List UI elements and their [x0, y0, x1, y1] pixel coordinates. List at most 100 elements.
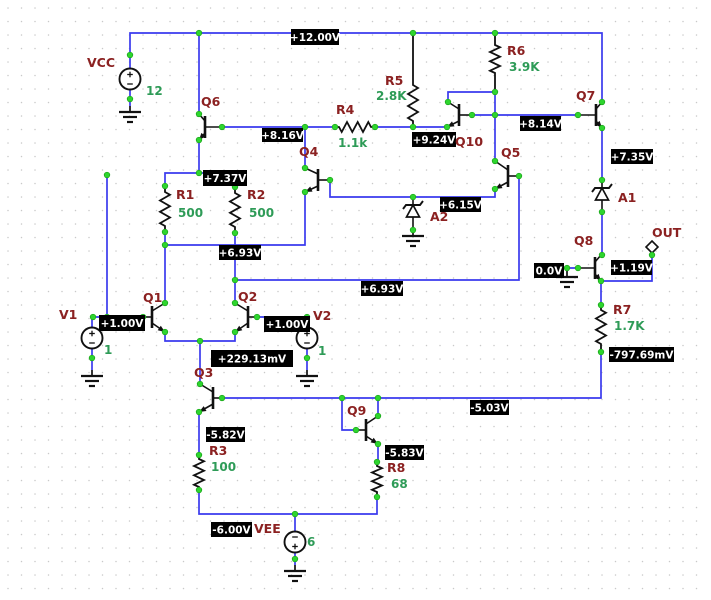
voltage-label-box[interactable]	[470, 400, 509, 415]
voltage-label[interactable]: +7.35V	[611, 149, 655, 164]
ground-icon[interactable]	[81, 370, 103, 388]
component-name-label[interactable]: R7	[613, 302, 631, 317]
resistor-R1[interactable]	[158, 186, 172, 232]
component-name-label[interactable]: Q1	[143, 290, 162, 305]
wire[interactable]	[165, 192, 306, 246]
voltage-label-box[interactable]	[211, 522, 252, 537]
component-name-label[interactable]: V1	[59, 307, 77, 322]
wire[interactable]	[341, 398, 356, 431]
resistor-R4[interactable]	[335, 120, 375, 134]
voltage-source-VCC[interactable]	[118, 67, 142, 91]
ground-icon[interactable]	[119, 106, 141, 124]
component-name-label[interactable]: Q5	[501, 145, 520, 160]
voltage-label[interactable]: +9.24V	[412, 132, 456, 147]
wire[interactable]	[129, 32, 603, 102]
voltage-label[interactable]: +8.14V	[519, 116, 563, 131]
voltage-label-box[interactable]	[99, 315, 145, 331]
component-name-label[interactable]: A1	[618, 190, 636, 205]
resistor-body[interactable]	[369, 462, 385, 497]
component-name-label[interactable]: R2	[247, 187, 265, 202]
component-value-label[interactable]: 3.9K	[509, 60, 540, 74]
voltage-label-box[interactable]	[264, 316, 310, 332]
voltage-label-box[interactable]	[211, 350, 293, 367]
voltage-label-box[interactable]	[412, 132, 456, 147]
resistor-R5[interactable]	[406, 33, 420, 127]
resistor-body[interactable]	[158, 186, 172, 232]
voltage-label-box[interactable]	[361, 281, 403, 296]
component-name-label[interactable]: V2	[313, 308, 331, 323]
voltage-label-box[interactable]	[611, 149, 653, 164]
source-circle[interactable]	[80, 326, 104, 350]
component-name-label[interactable]: OUT	[652, 225, 682, 240]
voltage-label[interactable]: +1.19V	[610, 260, 654, 275]
component-name-label[interactable]: VCC	[87, 55, 115, 70]
voltage-label[interactable]: -5.83V	[385, 445, 425, 460]
voltage-label[interactable]: -797.69mV	[609, 347, 674, 362]
wire[interactable]	[222, 352, 602, 399]
voltage-label[interactable]: +8.16V	[261, 128, 305, 142]
voltage-label-box[interactable]	[440, 197, 481, 212]
voltage-source-V2[interactable]	[295, 326, 319, 350]
source-circle[interactable]	[283, 530, 307, 554]
voltage-label-box[interactable]	[262, 128, 303, 142]
component-name-label[interactable]: Q8	[574, 233, 593, 248]
voltage-label-box[interactable]	[534, 263, 564, 278]
component-name-label[interactable]: Q2	[238, 289, 257, 304]
voltage-label[interactable]: +6.93V	[361, 281, 405, 296]
component-name-label[interactable]: Q3	[194, 365, 213, 380]
resistor-body[interactable]	[594, 305, 608, 352]
component-name-label[interactable]: A2	[430, 209, 448, 224]
source-circle[interactable]	[118, 67, 142, 91]
voltage-label[interactable]: +1.00V	[264, 316, 310, 332]
voltage-label-box[interactable]	[385, 445, 424, 460]
resistor-R8[interactable]	[369, 462, 385, 497]
voltage-label[interactable]: +229.13mV	[211, 350, 293, 367]
resistor-body[interactable]	[487, 33, 503, 92]
component-value-label[interactable]: 100	[211, 460, 236, 474]
voltage-label-box[interactable]	[609, 347, 674, 362]
component-value-label[interactable]: 1.1k	[338, 136, 368, 150]
resistor-R6[interactable]	[487, 33, 503, 92]
component-value-label[interactable]: 68	[391, 477, 408, 491]
wire[interactable]	[447, 91, 495, 102]
component-name-label[interactable]: R4	[336, 102, 355, 117]
voltage-label[interactable]: 0.0V	[534, 263, 564, 278]
component-value-label[interactable]: 6	[307, 535, 315, 549]
voltage-label[interactable]: +7.37V	[203, 170, 247, 186]
component-name-label[interactable]: R8	[387, 460, 405, 475]
resistor-R3[interactable]	[191, 455, 207, 490]
resistor-body[interactable]	[406, 33, 420, 127]
component-value-label[interactable]: 500	[178, 206, 203, 220]
voltage-label[interactable]: -6.00V	[211, 522, 252, 537]
component-name-label[interactable]: Q6	[201, 94, 221, 109]
ground-icon[interactable]	[284, 565, 306, 583]
voltage-label-box[interactable]	[520, 116, 561, 131]
component-value-label[interactable]: 12	[146, 84, 163, 98]
component-value-label[interactable]: 2.8K	[376, 89, 407, 103]
voltage-source-V1[interactable]	[80, 326, 104, 350]
voltage-label-box[interactable]	[291, 29, 339, 45]
voltage-label[interactable]: -5.03V	[470, 400, 510, 415]
component-name-label[interactable]: VEE	[254, 521, 281, 536]
resistor-body[interactable]	[228, 187, 242, 233]
voltage-label-box[interactable]	[203, 170, 247, 186]
voltage-label[interactable]: +12.00V	[290, 29, 341, 45]
voltage-label-box[interactable]	[206, 427, 245, 442]
component-name-label[interactable]: R3	[209, 443, 227, 458]
zener-diode-A2[interactable]	[402, 197, 424, 230]
voltage-label[interactable]: +6.93V	[219, 245, 263, 260]
resistor-body[interactable]	[191, 455, 207, 490]
component-value-label[interactable]: 1	[318, 344, 326, 358]
ground-icon[interactable]	[296, 370, 318, 388]
resistor-body[interactable]	[335, 120, 375, 134]
component-value-label[interactable]: 1.7K	[614, 319, 645, 333]
voltage-label[interactable]: +6.15V	[439, 197, 483, 212]
voltage-label[interactable]: -5.82V	[206, 427, 246, 442]
component-name-label[interactable]: Q7	[576, 88, 595, 103]
voltage-label[interactable]: +1.00V	[99, 315, 145, 331]
voltage-label-box[interactable]	[219, 245, 261, 260]
voltage-source-VEE[interactable]	[283, 530, 307, 554]
component-name-label[interactable]: R1	[176, 187, 194, 202]
component-name-label[interactable]: Q9	[347, 403, 366, 418]
voltage-label-box[interactable]	[611, 260, 652, 275]
